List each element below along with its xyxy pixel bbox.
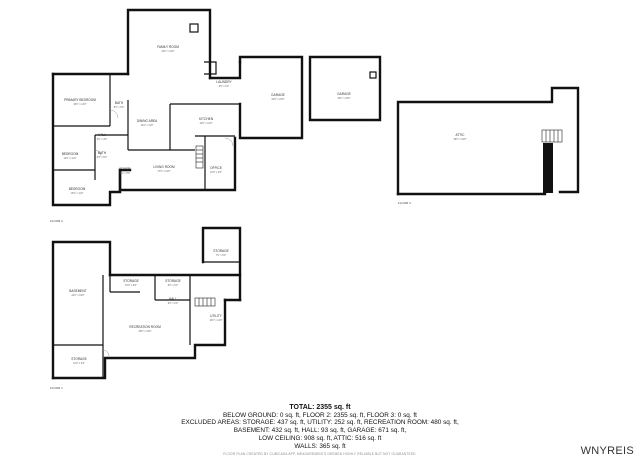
room-dim-bedroom-1: 12'0" x 11'0" — [64, 157, 77, 160]
room-label-bath-2: BATH — [98, 151, 107, 155]
room-label-primary-bedroom: PRIMARY BEDROOM — [64, 98, 96, 102]
room-label-foyer: FOYER — [120, 167, 132, 171]
room-dim-recreation-room: 25'0" x 19'0" — [138, 330, 151, 333]
room-dim-bedroom-2: 13'0" x 11'0" — [71, 192, 84, 195]
summary-line-2: EXCLUDED AREAS: STORAGE: 437 sq. ft, UTI… — [181, 419, 459, 427]
floor-2-plan — [51, 8, 382, 207]
room-label-garage-1: GARAGE — [271, 93, 285, 97]
room-dim-dining-area: 12'0" x 11'0" — [141, 124, 154, 127]
summary-line-1: BELOW GROUND: 0 sq. ft, FLOOR 2: 2355 sq… — [223, 411, 417, 419]
room-dim-living-room: 17'0" x 14'0" — [157, 170, 170, 173]
summary-total: TOTAL: 2355 sq. ft — [289, 404, 351, 411]
room-dim-attic: 46'0" x 22'0" — [453, 138, 466, 141]
room-label-hall-2: HALL — [169, 297, 177, 301]
summary-line-4: LOW CEILING: 908 sq. ft, ATTIC: 516 sq. … — [258, 434, 382, 442]
summary-line-3: BASEMENT: 432 sq. ft, HALL: 93 sq. ft, G… — [233, 427, 407, 435]
room-dim-hall-2: 9'0" x 6'0" — [168, 302, 179, 305]
room-label-kitchen: KITCHEN — [199, 117, 214, 121]
room-label-recreation-room: RECREATION ROOM — [129, 325, 161, 329]
room-label-dining-area: DINING AREA — [137, 119, 158, 123]
room-label-bath-1: BATH — [115, 101, 124, 105]
room-label-storage-3: STORAGE — [213, 249, 229, 253]
room-dim-utility: 16'0" x 14'0" — [209, 319, 222, 322]
room-label-basement: BASEMENT — [69, 289, 87, 293]
room-dim-family-room: 22'0" x 19'0" — [161, 50, 174, 53]
summary-line-5: WALLS: 365 sq. ft — [294, 442, 346, 450]
room-label-hall-1: HALL — [98, 133, 106, 137]
room-label-garage-2: GARAGE — [337, 92, 351, 96]
room-dim-storage-2: 8'0" x 6'0" — [168, 284, 179, 287]
floor-label-floor-1: FLOOR 1 — [50, 386, 63, 390]
disclaimer-text: FLOOR PLAN CREATED BY CUBICASA APP. MEAS… — [223, 452, 417, 456]
room-dim-garage-1: 24'0" x 22'0" — [271, 98, 284, 101]
room-label-storage-1: STORAGE — [123, 279, 139, 283]
room-label-utility: UTILITY — [210, 314, 223, 318]
room-dim-primary-bedroom: 15'0" x 13'0" — [73, 103, 86, 106]
room-dim-kitchen: 14'0" x 12'0" — [199, 122, 212, 125]
floor-label-floor-2: FLOOR 2 — [50, 219, 63, 223]
room-dim-laundry: 8'0" x 6'0" — [219, 85, 230, 88]
room-dim-basement: 22'0" x 19'0" — [71, 294, 84, 297]
room-label-office: OFFICE — [210, 166, 222, 170]
room-dim-office: 10'0" x 9'0" — [210, 171, 222, 174]
floor-3-plan — [396, 86, 580, 196]
room-label-storage-4: STORAGE — [71, 357, 87, 361]
watermark-logo: WNYREIS — [580, 445, 634, 457]
room-dim-storage-4: 12'0" x 9'0" — [73, 362, 85, 365]
room-dim-bath-2: 6'0" x 5'0" — [97, 156, 108, 159]
room-dim-garage-2: 20'0" x 18'0" — [337, 97, 350, 100]
room-label-living-room: LIVING ROOM — [153, 165, 175, 169]
floor-1-plan — [51, 226, 242, 380]
room-label-laundry: LAUNDRY — [216, 80, 232, 84]
room-dim-hall-1: 6'0" x 4'0" — [97, 138, 108, 141]
room-label-bedroom-2: BEDROOM — [69, 187, 86, 191]
room-dim-storage-1: 10'0" x 8'0" — [125, 284, 137, 287]
room-label-attic: ATTIC — [456, 133, 466, 137]
room-dim-foyer: 6'0" x 5'0" — [120, 172, 131, 175]
room-label-storage-2: STORAGE — [165, 279, 181, 283]
room-dim-storage-3: 7'0" x 5'0" — [216, 254, 227, 257]
floor-label-floor-3: FLOOR 3 — [398, 201, 411, 205]
room-dim-bath-1: 8'0" x 6'0" — [114, 106, 125, 109]
room-label-family-room: FAMILY ROOM — [157, 45, 179, 49]
room-label-bedroom-1: BEDROOM — [62, 152, 79, 156]
area-summary: TOTAL: 2355 sq. ft BELOW GROUND: 0 sq. f… — [120, 404, 520, 450]
